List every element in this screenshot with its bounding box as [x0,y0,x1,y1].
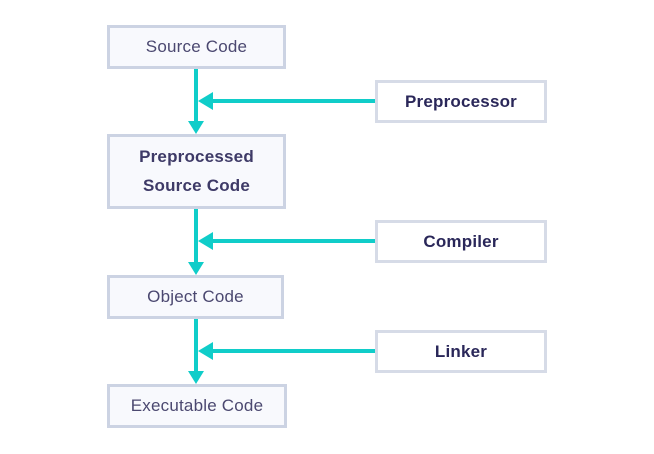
node-preprocessor: Preprocessor [375,80,547,123]
arrow-down-icon [188,262,204,275]
node-executable-code: Executable Code [107,384,287,428]
node-preprocessed-source-code-label: Preprocessed Source Code [139,147,254,195]
node-preprocessed-source-code: Preprocessed Source Code [107,134,286,209]
node-source-code-label: Source Code [145,37,248,56]
connector-line [212,349,375,353]
arrow-line [194,319,198,371]
node-linker: Linker [375,330,547,373]
node-object-code-label: Object Code [147,287,244,306]
connector-line [212,239,375,243]
arrow-left-icon [198,92,213,110]
node-executable-code-label: Executable Code [130,396,264,415]
node-compiler: Compiler [375,220,547,263]
node-source-code: Source Code [107,25,286,69]
arrow-line [194,209,198,262]
arrow-down-icon [188,371,204,384]
node-object-code: Object Code [107,275,284,319]
arrow-down-icon [188,121,204,134]
arrow-line [194,69,198,121]
node-linker-label: Linker [434,341,488,361]
node-compiler-label: Compiler [423,231,499,251]
arrow-left-icon [198,232,213,250]
connector-line [212,99,375,103]
arrow-left-icon [198,342,213,360]
node-preprocessor-label: Preprocessor [404,91,517,111]
